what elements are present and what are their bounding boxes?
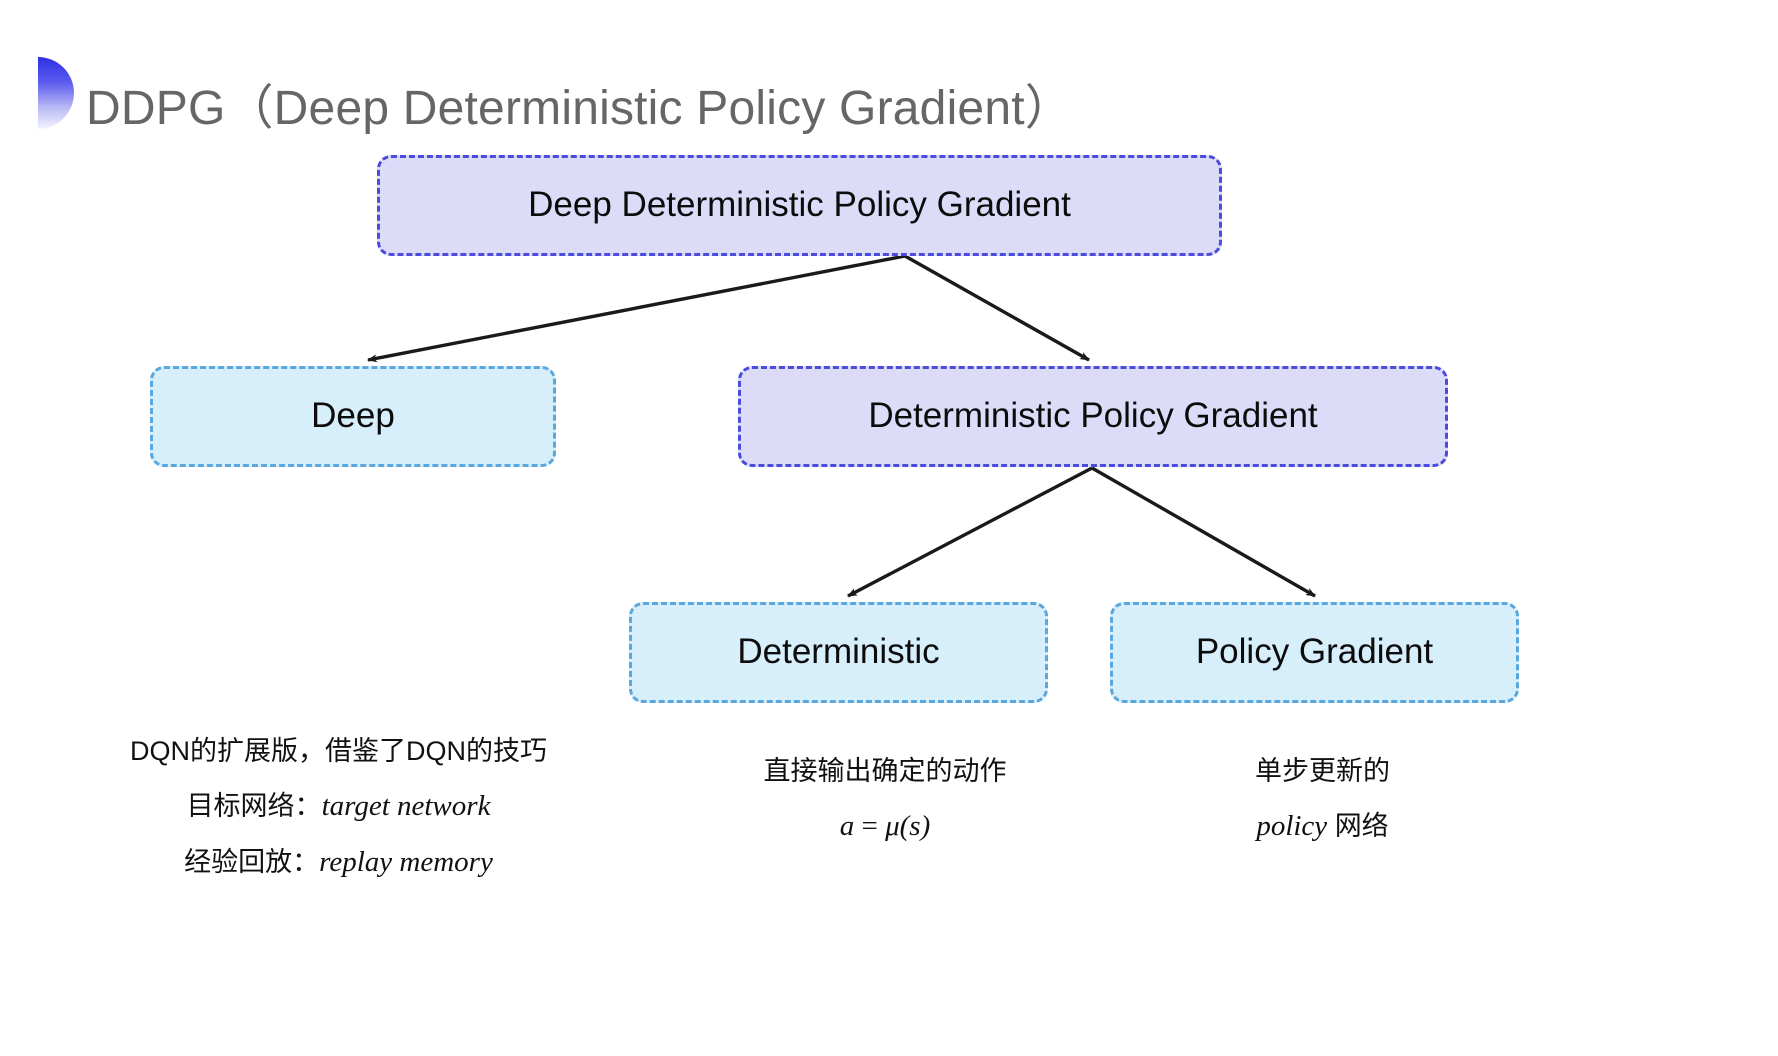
page-title: DDPG（Deep Deterministic Policy Gradient） [86,82,1073,135]
node-deterministic[interactable]: Deterministic [629,602,1048,703]
formula-rhs: μ(s) [885,809,931,842]
edge-dpg-to-deterministic [847,466,1093,598]
edge-ddpg-to-dpg [904,254,1090,362]
edge-dpg-to-policy-gradient [1091,466,1316,598]
annotation-deterministic-formula: a = μ(s) [740,798,1030,855]
annotation-deep-line3-term: replay memory [319,846,493,879]
annotation-deep-line1: DQN的扩展版，借鉴了DQN的技巧 [130,736,547,766]
annotation-deep-line3-prefix: 经验回放： [184,847,320,878]
node-policy-gradient-label: Policy Gradient [1195,632,1434,672]
annotation-deep-line2-prefix: 目标网络： [186,790,322,821]
annotation-deep-line2-term: target network [321,789,491,822]
node-deterministic-label: Deterministic [737,632,940,672]
edge-ddpg-to-deep [367,254,906,363]
annotation-deterministic: 直接输出确定的动作 a = μ(s) [740,745,1030,854]
node-ddpg-label: Deep Deterministic Policy Gradient [528,185,1071,225]
annotation-deterministic-line1: 直接输出确定的动作 [763,756,1007,786]
annotation-policy-gradient-line2: policy 网络 [1215,798,1430,855]
formula-equals: = [854,809,886,842]
node-deterministic-policy-gradient[interactable]: Deterministic Policy Gradient [738,366,1448,467]
annotation-policy-gradient-line1: 单步更新的 [1255,756,1390,786]
title-accent-half-circle-icon [38,57,74,129]
node-dpg-label: Deterministic Policy Gradient [868,396,1318,436]
annotation-policy-gradient: 单步更新的 policy 网络 [1215,745,1430,854]
annotation-policy-gradient-term: policy [1256,809,1328,842]
annotation-policy-gradient-suffix [1327,811,1335,841]
node-deep-label: Deep [311,396,395,436]
node-deep[interactable]: Deep [150,366,556,467]
annotation-deep: DQN的扩展版，借鉴了DQN的技巧 目标网络：target network 经验… [130,725,547,891]
formula-lhs: a [839,809,855,842]
annotation-policy-gradient-suffix-text: 网络 [1334,810,1389,841]
node-policy-gradient[interactable]: Policy Gradient [1110,602,1519,703]
annotation-deep-line3: 经验回放：replay memory [130,834,547,891]
annotation-deep-line2: 目标网络：target network [130,778,547,835]
node-ddpg[interactable]: Deep Deterministic Policy Gradient [377,155,1222,256]
